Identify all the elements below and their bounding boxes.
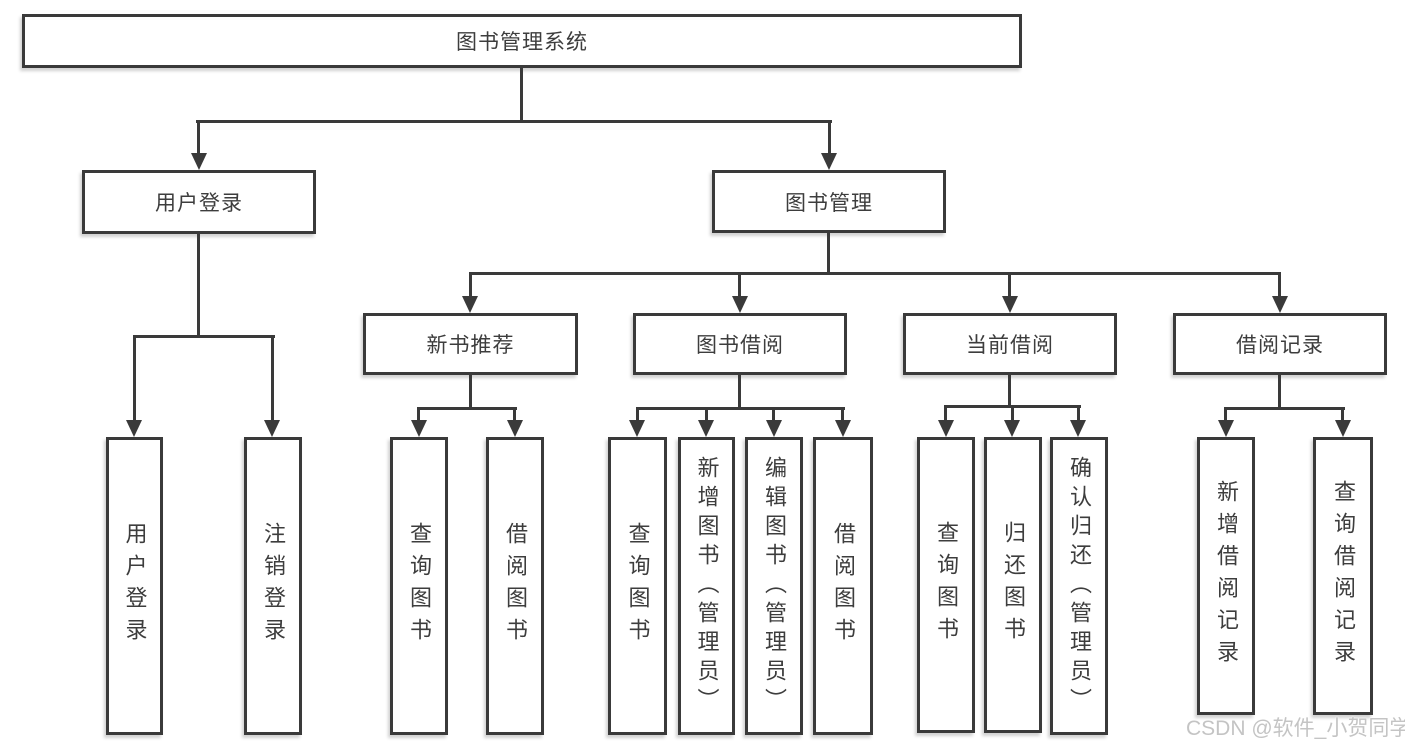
node-borrow-records: 借阅记录 xyxy=(1173,313,1387,375)
connector-line xyxy=(513,407,516,423)
arrowhead-down-icon xyxy=(462,296,478,313)
leaf-edit-book-admin: 编辑图书（管理员） xyxy=(745,437,803,735)
connector-line xyxy=(520,68,523,123)
connector-line xyxy=(1341,407,1344,423)
connector-line xyxy=(133,335,275,338)
connector-line xyxy=(469,375,472,410)
connector-line xyxy=(738,272,741,299)
node-new-book-recommend: 新书推荐 xyxy=(363,313,578,375)
node-label: 图书管理 xyxy=(785,191,873,215)
arrowhead-down-icon xyxy=(698,420,714,437)
connector-line xyxy=(828,120,831,156)
leaf-borrow-books-2: 借阅图书 xyxy=(813,437,873,735)
leaf-query-books-3: 查询图书 xyxy=(917,437,975,733)
arrowhead-down-icon xyxy=(835,420,851,437)
arrowhead-down-icon xyxy=(821,153,837,170)
node-label: 查询图书 xyxy=(934,521,959,649)
connector-line xyxy=(1077,405,1080,423)
connector-line xyxy=(469,272,472,299)
arrowhead-down-icon xyxy=(1070,420,1086,437)
connector-line xyxy=(636,407,639,423)
connector-line xyxy=(1008,272,1011,299)
watermark: CSDN @软件_小贺同学 xyxy=(1186,717,1405,740)
leaf-return-books: 归还图书 xyxy=(984,437,1042,733)
node-book-management: 图书管理 xyxy=(712,170,946,233)
leaf-add-borrow-record: 新增借阅记录 xyxy=(1197,437,1255,715)
node-label: 图书管理系统 xyxy=(456,31,588,54)
node-label: 图书借阅 xyxy=(696,334,784,357)
connector-line xyxy=(196,120,832,123)
arrowhead-down-icon xyxy=(766,420,782,437)
node-label: 用户登录 xyxy=(122,522,148,650)
connector-line xyxy=(133,335,136,423)
arrowhead-down-icon xyxy=(507,420,523,437)
node-label: 新增图书（管理员） xyxy=(694,455,720,717)
connector-line xyxy=(417,407,517,410)
connector-line xyxy=(1224,407,1227,423)
node-user-login: 用户登录 xyxy=(82,170,316,234)
arrowhead-down-icon xyxy=(411,420,427,437)
arrowhead-down-icon xyxy=(191,153,207,170)
connector-line xyxy=(197,234,200,338)
arrowhead-down-icon xyxy=(264,420,280,437)
node-label: 注销登录 xyxy=(261,522,286,650)
leaf-borrow-books-1: 借阅图书 xyxy=(486,437,544,735)
node-label: 编辑图书（管理员） xyxy=(762,455,787,717)
arrowhead-down-icon xyxy=(1272,296,1288,313)
node-label: 查询图书 xyxy=(625,522,651,650)
node-label: 确认归还（管理员） xyxy=(1067,455,1092,717)
connector-line xyxy=(827,233,830,275)
connector-line xyxy=(417,407,420,423)
node-label: 归还图书 xyxy=(1001,521,1026,649)
arrowhead-down-icon xyxy=(126,420,142,437)
node-book-borrow: 图书借阅 xyxy=(633,313,847,375)
connector-line xyxy=(1011,405,1014,423)
node-current-borrow: 当前借阅 xyxy=(903,313,1117,375)
node-label: 新书推荐 xyxy=(426,334,515,357)
connector-line xyxy=(271,335,274,423)
leaf-confirm-return-admin: 确认归还（管理员） xyxy=(1050,437,1108,735)
arrowhead-down-icon xyxy=(1335,420,1351,437)
arrowhead-down-icon xyxy=(1004,420,1020,437)
arrowhead-down-icon xyxy=(938,420,954,437)
arrowhead-down-icon xyxy=(1002,296,1018,313)
arrowhead-down-icon xyxy=(732,296,748,313)
leaf-query-borrow-record: 查询借阅记录 xyxy=(1313,437,1373,715)
leaf-query-books-1: 查询图书 xyxy=(390,437,448,735)
connector-line xyxy=(944,405,947,423)
leaf-user-login: 用户登录 xyxy=(106,437,163,735)
node-library-management-system: 图书管理系统 xyxy=(22,14,1022,68)
connector-line xyxy=(469,272,1281,275)
arrowhead-down-icon xyxy=(629,420,645,437)
connector-line xyxy=(841,407,844,423)
node-label: 借阅记录 xyxy=(1236,334,1324,357)
connector-line xyxy=(738,375,741,410)
node-label: 新增借阅记录 xyxy=(1214,480,1239,672)
connector-line xyxy=(772,407,775,423)
node-label: 当前借阅 xyxy=(966,334,1054,357)
node-label: 借阅图书 xyxy=(831,522,856,650)
leaf-query-books-2: 查询图书 xyxy=(608,437,667,735)
connector-line xyxy=(1278,272,1281,299)
connector-line xyxy=(197,120,200,156)
connector-line xyxy=(1224,407,1345,410)
node-label: 查询图书 xyxy=(407,522,432,650)
connector-line xyxy=(705,407,708,423)
connector-line xyxy=(1278,375,1281,410)
leaf-logout-login: 注销登录 xyxy=(244,437,302,735)
leaf-add-book-admin: 新增图书（管理员） xyxy=(678,437,735,735)
connector-line xyxy=(636,407,845,410)
arrowhead-down-icon xyxy=(1218,420,1234,437)
node-label: 查询借阅记录 xyxy=(1331,480,1356,672)
node-label: 用户登录 xyxy=(155,192,243,215)
connector-line xyxy=(1008,375,1011,408)
node-label: 借阅图书 xyxy=(503,522,528,650)
